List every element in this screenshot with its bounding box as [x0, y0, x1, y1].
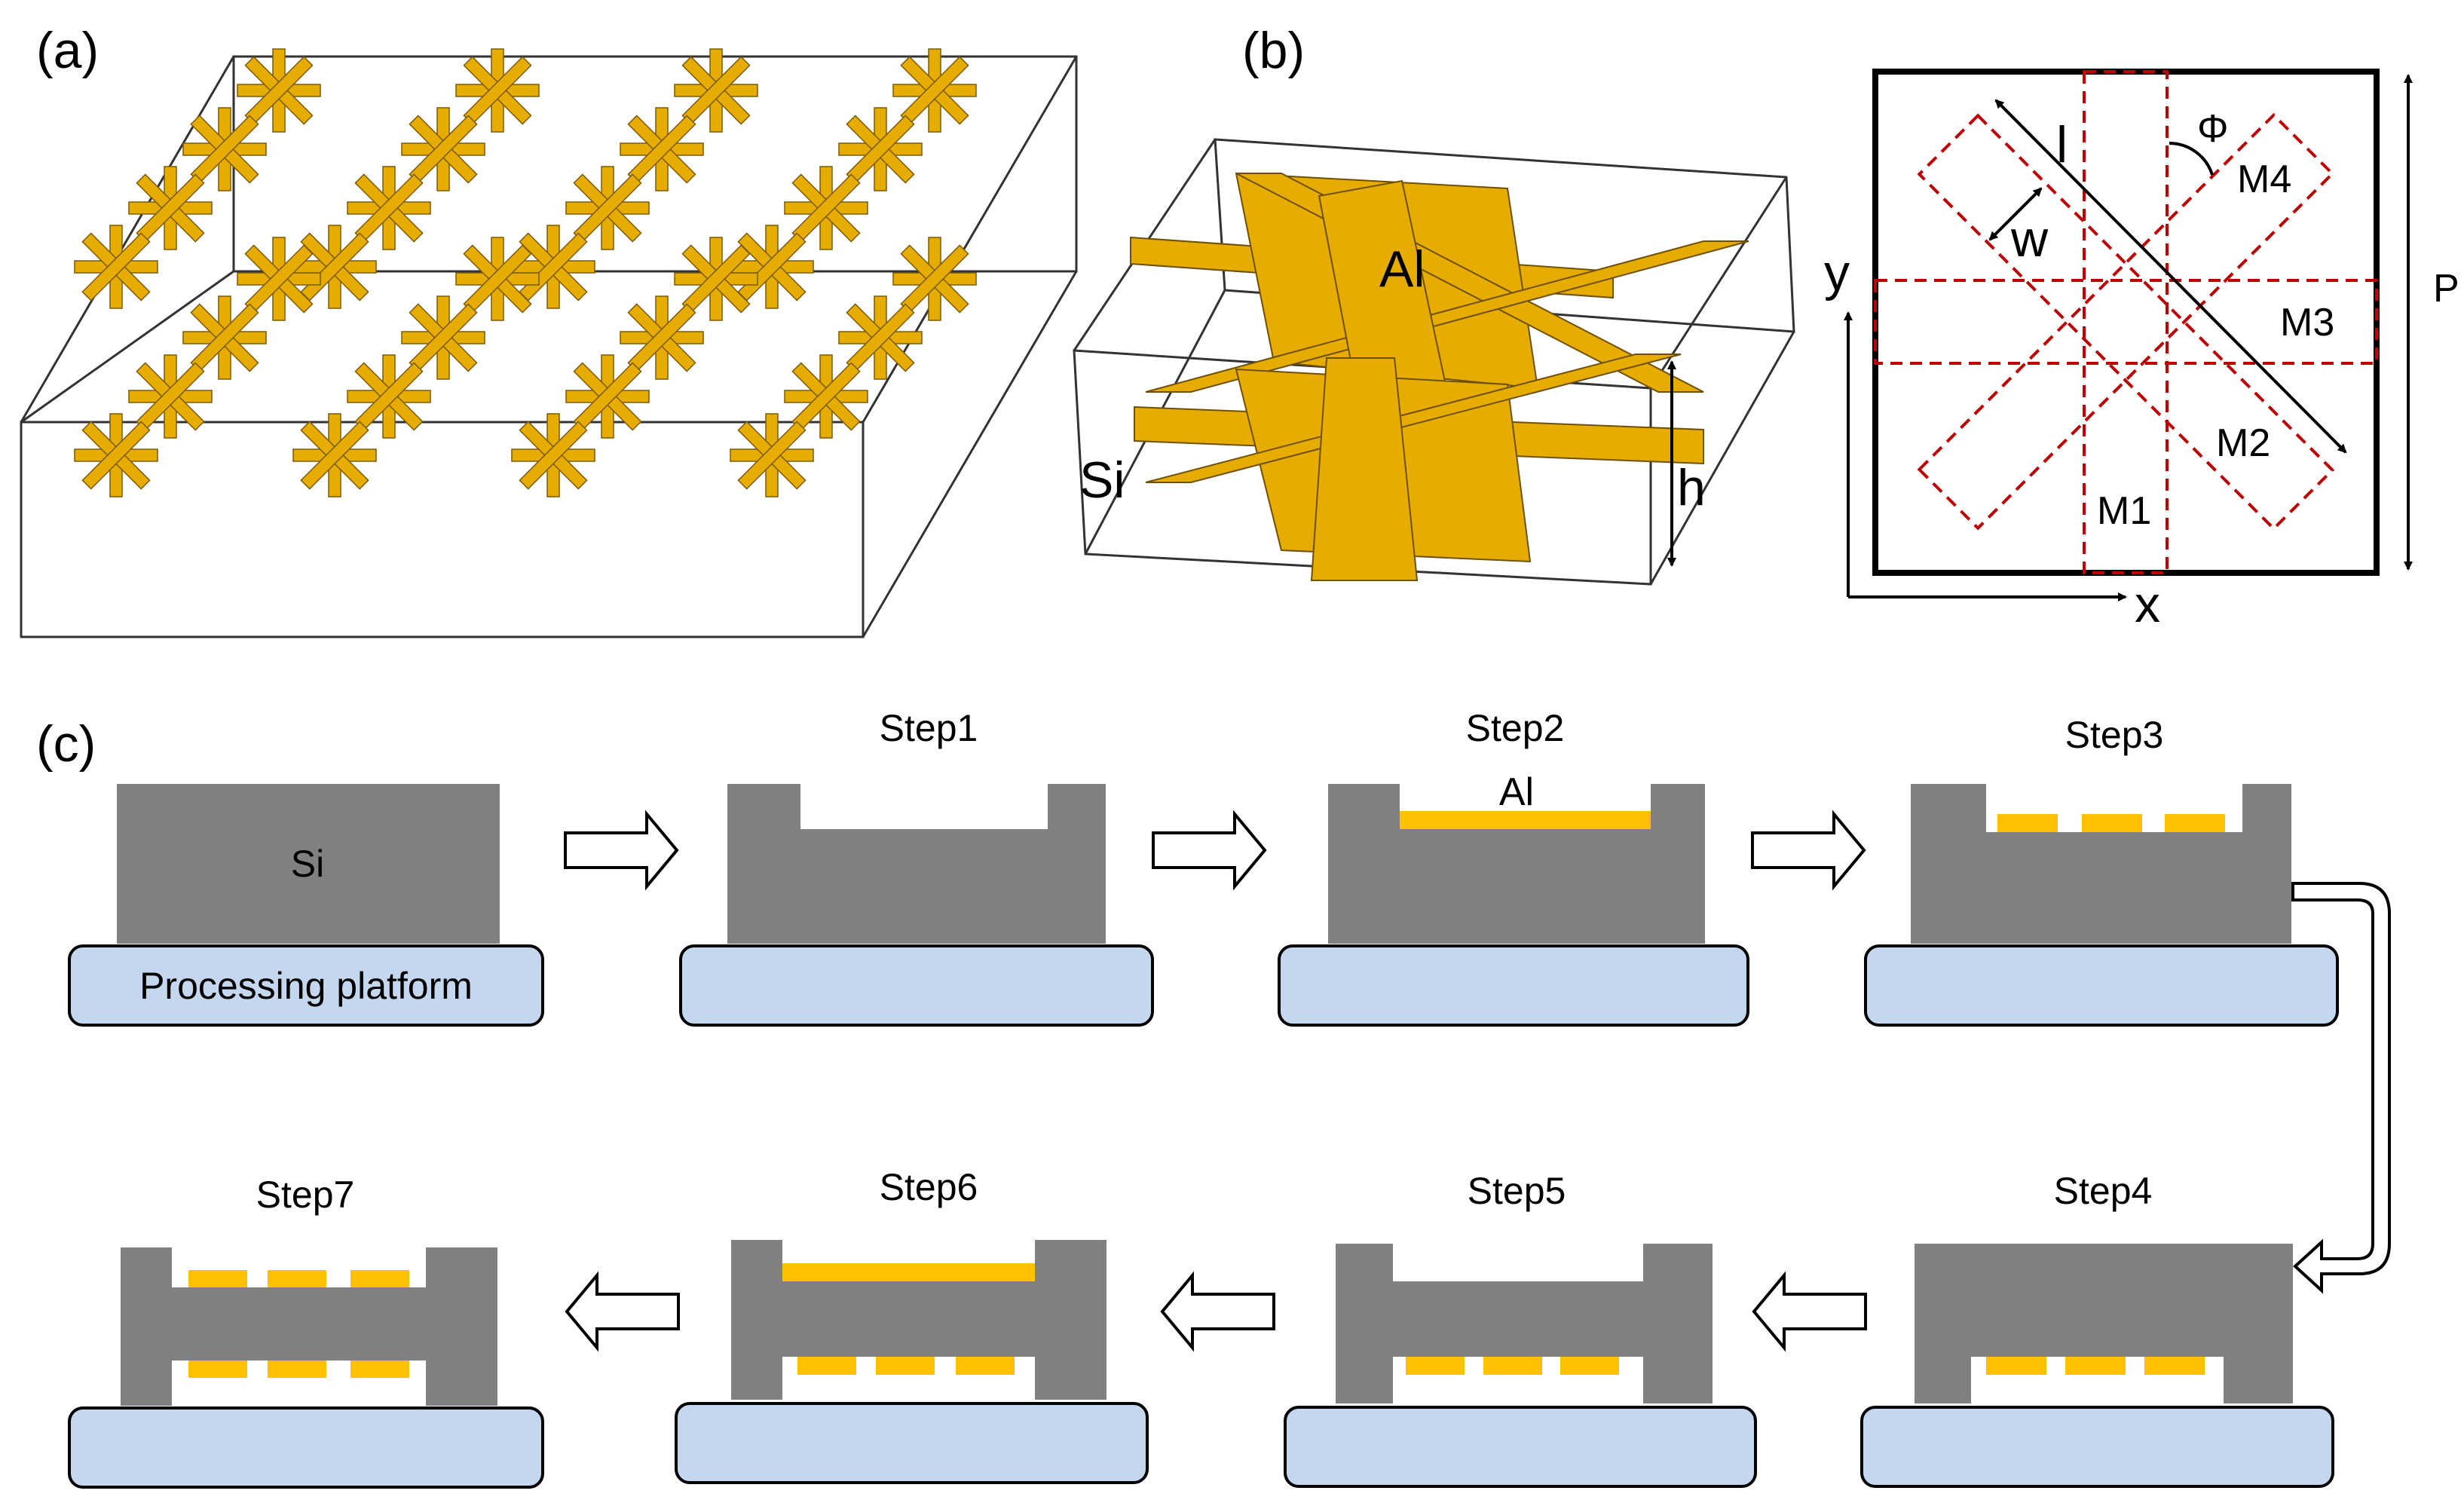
processing-platform — [68, 944, 544, 1027]
panel-a-star-array — [73, 47, 978, 498]
step2-substrate — [1328, 784, 1705, 944]
step6-platform — [675, 1402, 1149, 1484]
m3-label: M3 — [2280, 301, 2334, 344]
period-label: P — [2433, 267, 2459, 311]
step6-al-top-layer — [782, 1263, 1035, 1281]
snowflake-unit — [729, 412, 815, 498]
flow-arrow-6 — [565, 1271, 680, 1352]
m1-label: M1 — [2097, 489, 2151, 533]
flow-arrow-5 — [1160, 1271, 1275, 1352]
flow-arrow-1 — [564, 810, 679, 891]
step7-al-bottom-bar-1 — [188, 1361, 247, 1378]
process-initial: Si Processing platform — [68, 784, 544, 1027]
snowflake-unit — [510, 224, 596, 310]
step3-al-bar-2 — [2082, 814, 2142, 832]
step5-al-bar-1 — [1406, 1357, 1465, 1375]
step5-substrate — [1336, 1244, 1713, 1403]
m4-label: M4 — [2237, 158, 2291, 201]
step3-substrate — [1911, 784, 2291, 944]
flow-arrow-3 — [1751, 810, 1866, 891]
process-step6: Step6 — [675, 1166, 1149, 1484]
snowflake-unit — [73, 412, 159, 498]
panel-a-label: (a) — [36, 22, 99, 79]
step7-platform — [68, 1406, 544, 1489]
panel-b-bottom-star — [1134, 354, 1704, 581]
process-step1: Step1 — [679, 707, 1154, 1027]
step7-al-top-bar-2 — [268, 1270, 326, 1287]
angle-label: Φ — [2197, 107, 2229, 151]
step7-substrate — [121, 1247, 497, 1406]
snowflake-unit — [292, 412, 378, 498]
step1-platform — [679, 944, 1154, 1027]
si-label: Si — [1079, 451, 1125, 509]
step3-al-bar-1 — [1997, 814, 2058, 832]
process-step5: Step5 — [1284, 1170, 1757, 1488]
step5-al-bar-3 — [1560, 1357, 1619, 1375]
panel-c-label: (c) — [36, 715, 96, 773]
step2-al-layer — [1400, 811, 1651, 829]
si-block — [117, 784, 500, 944]
step5-platform — [1284, 1406, 1757, 1488]
step4-al-bar-1 — [1986, 1357, 2046, 1375]
platform-text: Processing platform — [139, 965, 473, 1007]
panel-b: (b) Al Si h — [1073, 22, 1795, 586]
width-label: w — [2010, 210, 2049, 268]
length-label: l — [2056, 116, 2068, 173]
step2-al-text: Al — [1499, 770, 1534, 814]
h-label: h — [1677, 459, 1706, 516]
panel-a: (a) — [20, 22, 1078, 638]
step6-al-bar-2 — [876, 1357, 935, 1375]
snowflake-unit — [510, 412, 596, 498]
y-axis-label: y — [1824, 244, 1850, 301]
step7-title: Step7 — [256, 1174, 355, 1216]
step6-al-bar-1 — [797, 1357, 856, 1375]
step3-title: Step3 — [2065, 714, 2164, 756]
step1-substrate — [727, 784, 1106, 944]
step4-al-bar-2 — [2065, 1357, 2126, 1375]
panel-c: (c) Si Processing platform Step1 Step2 A… — [36, 707, 2391, 1489]
u-turn-flow-arrow — [2291, 882, 2391, 1294]
step7-al-top-bar-3 — [350, 1270, 409, 1287]
row1-flow-arrows — [564, 810, 1866, 891]
step6-substrate — [731, 1240, 1107, 1400]
step3-al-bar-3 — [2165, 814, 2225, 832]
width-arrow — [1988, 187, 2043, 241]
step2-title: Step2 — [1466, 707, 1565, 749]
step6-al-bar-3 — [956, 1357, 1015, 1375]
si-text: Si — [291, 843, 324, 885]
step5-title: Step5 — [1468, 1170, 1566, 1212]
unit-cell-diagram: y x P l w Φ M1 M2 M3 M4 — [1824, 69, 2459, 633]
process-step4: Step4 — [1860, 1170, 2334, 1488]
snowflake-unit — [729, 224, 815, 310]
process-step2: Step2 Al — [1278, 707, 1749, 1027]
step6-title: Step6 — [880, 1166, 978, 1208]
step4-platform — [1860, 1406, 2334, 1488]
x-axis-label: x — [2135, 576, 2160, 633]
row2-flow-arrows — [565, 1271, 1867, 1352]
step7-al-bottom-bar-2 — [268, 1361, 326, 1378]
step3-platform — [1864, 944, 2339, 1027]
angle-arc — [2169, 142, 2214, 176]
process-step7: Step7 — [68, 1174, 544, 1489]
process-step3: Step3 — [1864, 714, 2339, 1027]
snowflake-unit — [73, 224, 159, 310]
step7-al-top-bar-1 — [188, 1270, 247, 1287]
step5-al-bar-2 — [1483, 1357, 1542, 1375]
step7-al-bottom-bar-3 — [350, 1361, 409, 1378]
step2-platform — [1278, 944, 1749, 1027]
step4-title: Step4 — [2054, 1170, 2153, 1212]
m2-label: M2 — [2216, 421, 2270, 465]
step1-title: Step1 — [880, 707, 978, 749]
al-label: Al — [1379, 240, 1425, 298]
panel-b-top-star — [1130, 172, 1749, 393]
panel-b-label: (b) — [1242, 22, 1305, 79]
flow-arrow-2 — [1152, 810, 1267, 891]
flow-arrow-4 — [1752, 1271, 1867, 1352]
step4-al-bar-3 — [2144, 1357, 2205, 1375]
step4-substrate — [1915, 1244, 2293, 1403]
length-arrow — [1994, 99, 2347, 454]
snowflake-unit — [292, 224, 378, 310]
